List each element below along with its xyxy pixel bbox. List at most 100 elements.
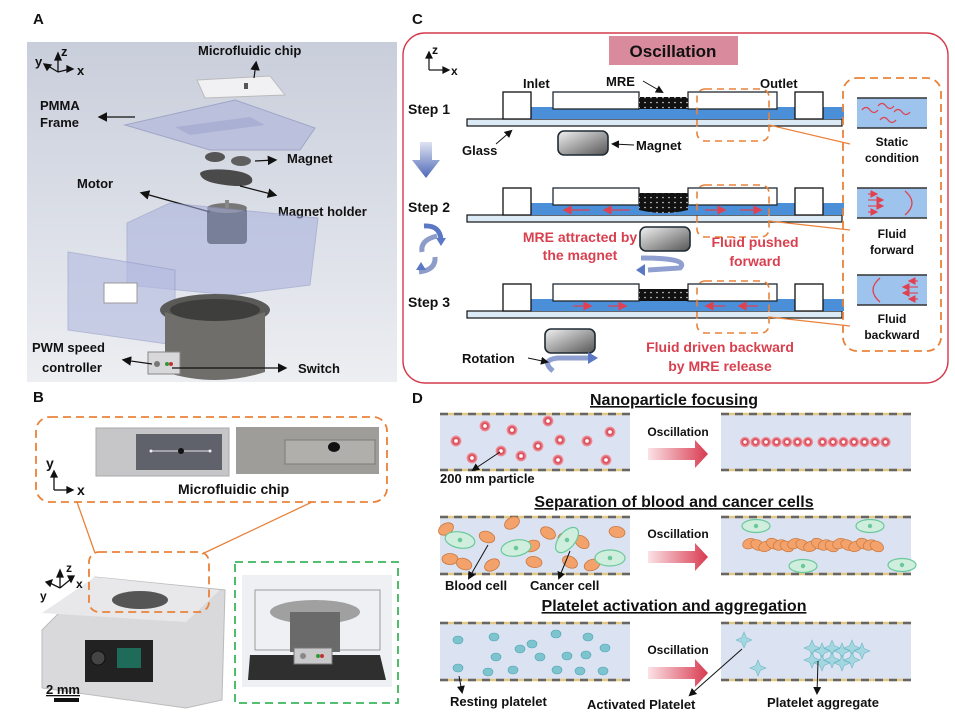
row-title-nanoparticle: Nanoparticle focusing bbox=[590, 392, 758, 409]
resting-platelet bbox=[452, 663, 464, 673]
particle bbox=[450, 435, 462, 447]
caption-mre-attracted-2: the magnet bbox=[543, 247, 618, 263]
activated-platelet bbox=[823, 651, 841, 669]
rotation-arrowhead-step-3 bbox=[588, 352, 598, 364]
channel-nanoparticle-after bbox=[721, 412, 911, 472]
cycle-arrows-icon bbox=[416, 223, 446, 275]
device-zoom-box bbox=[88, 551, 210, 613]
cancer-cell-nucleus bbox=[867, 523, 873, 529]
chip-step-diagrams bbox=[466, 88, 851, 334]
chip-cad-mre bbox=[178, 448, 184, 454]
label-magnet-holder: Magnet holder bbox=[278, 204, 367, 219]
caption-fluid-backward-2: by MRE release bbox=[668, 358, 772, 374]
arrow-blood-cell bbox=[468, 544, 489, 580]
blood-cell bbox=[608, 526, 626, 538]
resting-platelet bbox=[597, 666, 609, 676]
glass-slide bbox=[466, 214, 843, 223]
panel-b-letter: B bbox=[33, 389, 44, 406]
chip-cross-section-step-1 bbox=[466, 88, 851, 145]
axis-y-label: y bbox=[35, 54, 43, 69]
particle bbox=[600, 454, 612, 466]
activated-platelet bbox=[749, 659, 767, 677]
axis-z-label-c: z bbox=[432, 43, 438, 57]
resting-platelet bbox=[452, 635, 464, 645]
particle-focused bbox=[859, 436, 870, 448]
inset-channel bbox=[857, 275, 927, 305]
arrow-cancer-cell bbox=[557, 550, 571, 580]
glass-slide bbox=[466, 310, 843, 319]
resting-platelet bbox=[490, 652, 502, 662]
particle bbox=[581, 435, 593, 447]
flow-profile-curve bbox=[872, 277, 881, 303]
inset-backward-1: Fluid bbox=[878, 312, 907, 326]
axis-z-label-b: z bbox=[66, 561, 72, 575]
panel-d: D Nanoparticle focusing Separation of bl… bbox=[412, 390, 917, 712]
annot-200nm-particle: 200 nm particle bbox=[440, 471, 535, 486]
inset-forward-1: Fluid bbox=[878, 227, 907, 241]
glass-slide bbox=[466, 118, 843, 127]
activated-platelet bbox=[735, 631, 753, 649]
axis-y-label-b: y bbox=[46, 455, 54, 471]
channel-platelets-before bbox=[440, 621, 630, 682]
arrow-platelet-aggregate bbox=[813, 660, 822, 695]
knob bbox=[154, 361, 160, 367]
outlet-port bbox=[794, 283, 824, 312]
oscillation-title-box bbox=[609, 36, 738, 65]
label-glass: Glass bbox=[462, 143, 497, 158]
cancer-cell-nucleus bbox=[753, 523, 759, 529]
fluid-layer bbox=[531, 299, 844, 311]
chip-body-left bbox=[552, 187, 640, 206]
motor-shaft bbox=[225, 200, 229, 208]
label-mre: MRE bbox=[606, 74, 635, 89]
chip-port bbox=[244, 83, 248, 89]
outlet-port bbox=[794, 91, 824, 120]
pwm-controller-render bbox=[147, 351, 181, 375]
panel-d-letter: D bbox=[412, 390, 423, 407]
rotation-arrow-step-2 bbox=[640, 255, 685, 273]
axis-y-label-b2: y bbox=[40, 589, 47, 603]
particle bbox=[495, 445, 507, 457]
arrow-magnet-holder bbox=[239, 185, 278, 198]
rotation-arrow-step-3 bbox=[545, 355, 590, 373]
resting-platelet bbox=[551, 665, 563, 675]
flow-inset-2 bbox=[857, 274, 927, 306]
annot-cancer-cell: Cancer cell bbox=[530, 578, 599, 593]
particle-focused bbox=[760, 436, 772, 448]
caption-mre-attracted-1: MRE attracted by bbox=[523, 229, 638, 245]
activated-platelet bbox=[853, 642, 871, 660]
inset-backward-2: backward bbox=[864, 328, 919, 342]
rotation-arrowhead-step-2 bbox=[636, 264, 645, 276]
particle bbox=[604, 426, 616, 438]
magnet-holder-render bbox=[200, 169, 253, 186]
annot-activated-platelet: Activated Platelet bbox=[587, 697, 696, 712]
caption-fluid-pushed-1: Fluid pushed bbox=[711, 234, 798, 250]
resting-platelet bbox=[514, 644, 526, 654]
zoom-connector bbox=[768, 220, 851, 231]
fluid-layer bbox=[531, 107, 844, 119]
particle-focused bbox=[802, 436, 814, 448]
oscillation-frame bbox=[402, 32, 949, 384]
green-led bbox=[165, 362, 169, 366]
particle-focused bbox=[771, 436, 782, 448]
caption-fluid-pushed-2: forward bbox=[729, 253, 780, 269]
oscillation-arrow-2 bbox=[648, 543, 708, 571]
magnet-step-2 bbox=[639, 226, 691, 252]
resting-platelet bbox=[507, 665, 519, 675]
axis-x-label: x bbox=[77, 63, 85, 78]
zoom-connector bbox=[768, 124, 851, 145]
flow-insets-box bbox=[842, 77, 942, 352]
chip-cross-section-step-3 bbox=[466, 280, 851, 334]
axes-icon-a bbox=[42, 51, 75, 74]
cad-knob bbox=[300, 653, 306, 659]
inset-channel bbox=[857, 188, 927, 218]
particle-focused bbox=[827, 436, 839, 448]
chip-body-right bbox=[687, 91, 778, 110]
particle bbox=[554, 434, 566, 446]
particle-focused bbox=[838, 436, 849, 448]
axis-x-label-b2: x bbox=[76, 577, 83, 591]
label-switch: Switch bbox=[298, 361, 340, 376]
activated-platelet bbox=[803, 651, 821, 669]
particle-focused bbox=[880, 436, 891, 448]
inset-forward-2: forward bbox=[870, 243, 914, 257]
axes-icon-c bbox=[425, 50, 451, 74]
